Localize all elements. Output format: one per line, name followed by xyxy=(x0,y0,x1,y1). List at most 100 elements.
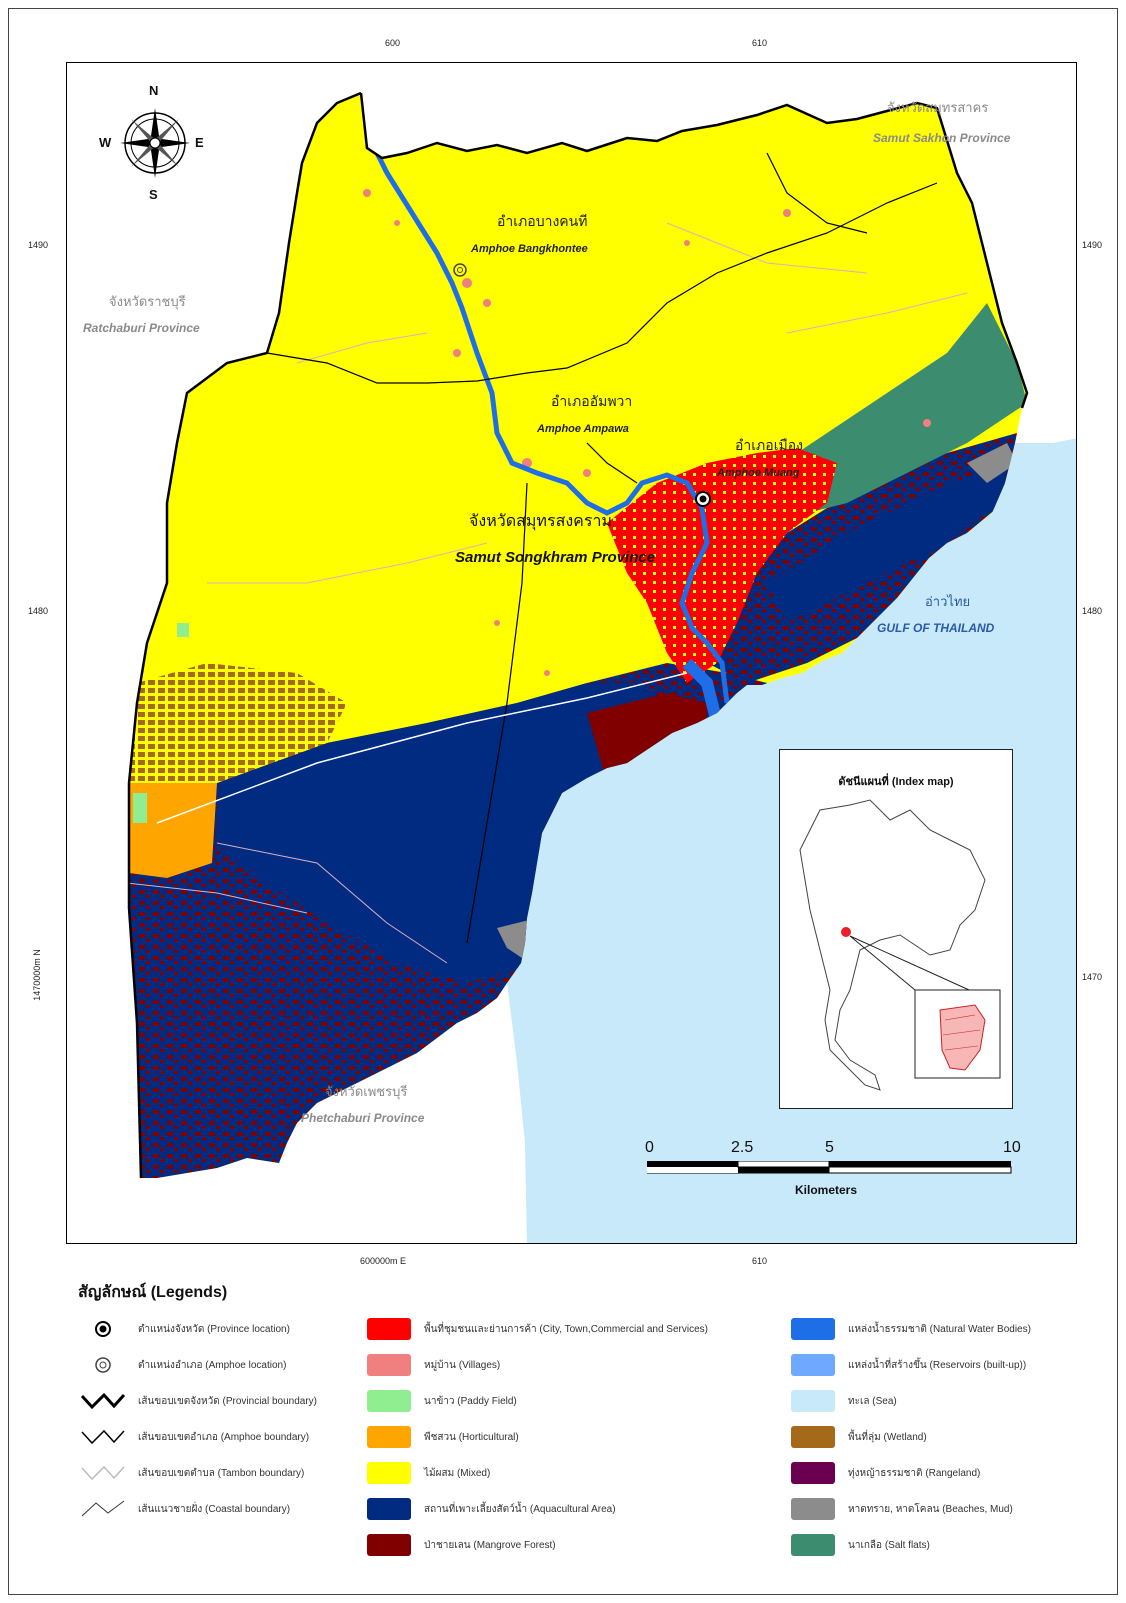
study-area-marker xyxy=(841,927,851,937)
legend-label: แหล่งน้ำธรรมชาติ (Natural Water Bodies) xyxy=(848,1323,1031,1335)
legend-item-class: นาข้าว (Paddy Field) xyxy=(366,1390,517,1412)
tick-bottom-600: 600000m E xyxy=(360,1256,407,1266)
legend-swatch xyxy=(367,1318,411,1340)
amphoe-location-icon xyxy=(95,1357,111,1373)
legend-item-provincial-boundary: เส้นขอบเขตจังหวัด (Provincial boundary) xyxy=(80,1390,317,1412)
province-label-samut-sakhon-en: Samut Sakhon Province xyxy=(873,131,1011,145)
legend-label: ทุ่งหญ้าธรรมชาติ (Rangeland) xyxy=(848,1467,981,1479)
legend-swatch xyxy=(791,1318,835,1340)
legend-label: หาดทราย, หาดโคลน (Beaches, Mud) xyxy=(848,1503,1013,1515)
legend-item-coastal-boundary: เส้นแนวชายฝั่ง (Coastal boundary) xyxy=(80,1498,290,1520)
tick-right-1480: 1480 xyxy=(1082,606,1103,616)
tick-left-1480: 1480 xyxy=(28,606,49,616)
legend-item-tambon-boundary: เส้นขอบเขตตำบล (Tambon boundary) xyxy=(80,1462,304,1484)
compass-w: W xyxy=(99,135,112,150)
scale-label-2-5: 2.5 xyxy=(731,1139,754,1156)
amphoe-label-bangkhontee-th: อำเภอบางคนที xyxy=(497,213,588,229)
aquaculture-east-dense xyxy=(767,463,1007,623)
amphoe-boundary-north xyxy=(266,182,938,384)
tick-right-1470: 1470 xyxy=(1082,972,1103,982)
compass-icon xyxy=(120,108,190,178)
legend-item-class: สถานที่เพาะเลี้ยงสัตว์น้ำ (Aquacultural … xyxy=(366,1498,616,1520)
provincial-boundary xyxy=(127,91,1029,1179)
legend-item-class: ไม้ผสม (Mixed) xyxy=(366,1462,490,1484)
legend-swatch xyxy=(791,1354,835,1376)
legend-item-class: พื้นที่ลุ่ม (Wetland) xyxy=(790,1426,927,1448)
legend-item-class: ป่าชายเลน (Mangrove Forest) xyxy=(366,1534,556,1556)
legend-item-class: แหล่งน้ำที่สร้างขึ้น (Reservoirs (built-… xyxy=(790,1354,1026,1376)
legend-label: สถานที่เพาะเลี้ยงสัตว์น้ำ (Aquacultural … xyxy=(424,1503,616,1515)
legend-label: ตำแหน่งจังหวัด (Province location) xyxy=(138,1323,290,1335)
tick-right-1490: 1490 xyxy=(1082,240,1103,250)
legend-label: เส้นแนวชายฝั่ง (Coastal boundary) xyxy=(138,1503,291,1515)
legend-swatch xyxy=(791,1462,835,1484)
provincial-boundary-icon xyxy=(80,1392,126,1410)
paddy-field-area-2 xyxy=(177,623,189,637)
map-frame: N S E W จังหวัดสมุทรสาคร Samut Sakhon Pr… xyxy=(66,62,1077,1244)
legend-item-class: นาเกลือ (Salt flats) xyxy=(790,1534,930,1556)
legend-label: ตำแหน่งอำเภอ (Amphoe location) xyxy=(138,1359,287,1371)
legend-label: เส้นขอบเขตจังหวัด (Provincial boundary) xyxy=(138,1395,318,1407)
legend-label: นาเกลือ (Salt flats) xyxy=(848,1539,930,1551)
legend-label: ป่าชายเลน (Mangrove Forest) xyxy=(424,1539,556,1551)
legend-swatch xyxy=(791,1390,835,1412)
index-map: ดัชนีแผนที่ (Index map) xyxy=(779,749,1013,1109)
tambon-boundary-icon xyxy=(81,1465,125,1481)
legend-item-class: ทะเล (Sea) xyxy=(790,1390,897,1412)
legend-swatch xyxy=(791,1498,835,1520)
legend-label: หมู่บ้าน (Villages) xyxy=(424,1359,501,1371)
legend-label: ไม้ผสม (Mixed) xyxy=(424,1467,491,1479)
legend-item-class: หมู่บ้าน (Villages) xyxy=(366,1354,500,1376)
amphoe-location-icon xyxy=(453,263,467,277)
tick-bottom-610: 610 xyxy=(752,1256,768,1266)
legend-swatch xyxy=(367,1462,411,1484)
main-province-label-th: จังหวัดสมุทรสงคราม xyxy=(469,513,612,530)
province-label-samut-sakhon-th: จังหวัดสมุทรสาคร xyxy=(887,100,989,115)
gulf-label-en: GULF OF THAILAND xyxy=(877,621,995,635)
compass-rose: N S E W xyxy=(99,83,205,203)
legend-item-class: ทุ่งหญ้าธรรมชาติ (Rangeland) xyxy=(790,1462,980,1484)
legend-item-amphoe-boundary: เส้นขอบเขตอำเภอ (Amphoe boundary) xyxy=(80,1426,309,1448)
amphoe-label-muang-en: Amphoe Muang xyxy=(717,467,800,479)
legend-title: สัญลักษณ์ (Legends) xyxy=(78,1284,228,1301)
coastal-boundary-line xyxy=(156,672,688,824)
tick-top-610: 610 xyxy=(752,38,768,48)
scale-label-10: 10 xyxy=(1003,1139,1021,1156)
wetland-area xyxy=(129,663,347,803)
legend-swatch xyxy=(791,1534,835,1556)
legend-label: เส้นขอบเขตอำเภอ (Amphoe boundary) xyxy=(138,1431,310,1443)
province-location-icon xyxy=(95,1321,111,1337)
tick-left-1490: 1490 xyxy=(28,240,49,250)
amphoe-boundary-icon xyxy=(81,1429,125,1445)
gulf-label-th: อ่าวไทย xyxy=(925,594,971,609)
scale-label-5: 5 xyxy=(825,1139,834,1156)
legend-swatch xyxy=(367,1390,411,1412)
province-label-phetchaburi-th: จังหวัดเพชรบุรี xyxy=(325,1084,408,1099)
amphoe-label-ampawa-th: อำเภออัมพวา xyxy=(551,393,633,409)
legend-label: พืชสวน (Horticultural) xyxy=(424,1431,519,1443)
legend-label: ทะเล (Sea) xyxy=(848,1395,897,1407)
compass-n: N xyxy=(149,83,159,98)
legend-label: เส้นขอบเขตตำบล (Tambon boundary) xyxy=(138,1467,305,1479)
amphoe-boundary-east xyxy=(766,152,868,234)
legend-swatch xyxy=(367,1534,411,1556)
salt-flats xyxy=(767,303,1027,513)
legend-item-class: หาดทราย, หาดโคลน (Beaches, Mud) xyxy=(790,1498,1013,1520)
river-mouth xyxy=(682,658,723,725)
compass-e: E xyxy=(195,135,204,150)
legend-item-province-location: ตำแหน่งจังหวัด (Province location) xyxy=(80,1318,290,1340)
amphoe-label-muang-th: อำเภอเมือง xyxy=(735,437,803,453)
city-town-area xyxy=(607,448,837,683)
amphoe-label-bangkhontee-en: Amphoe Bangkhontee xyxy=(471,243,588,255)
paddy-field-area xyxy=(133,793,147,823)
amphoe-boundary-ampawa xyxy=(586,442,638,484)
legend-swatch xyxy=(367,1426,411,1448)
main-province-label-en: Samut Songkhram Province xyxy=(455,549,656,566)
amphoe-boundary-central xyxy=(466,482,528,944)
legend-item-class: พืชสวน (Horticultural) xyxy=(366,1426,519,1448)
outer-frame xyxy=(8,8,1118,1595)
province-label-ratchaburi-th: จังหวัดราชบุรี xyxy=(109,294,186,309)
legend-item-class: แหล่งน้ำธรรมชาติ (Natural Water Bodies) xyxy=(790,1318,1031,1340)
legend-swatch xyxy=(367,1354,411,1376)
